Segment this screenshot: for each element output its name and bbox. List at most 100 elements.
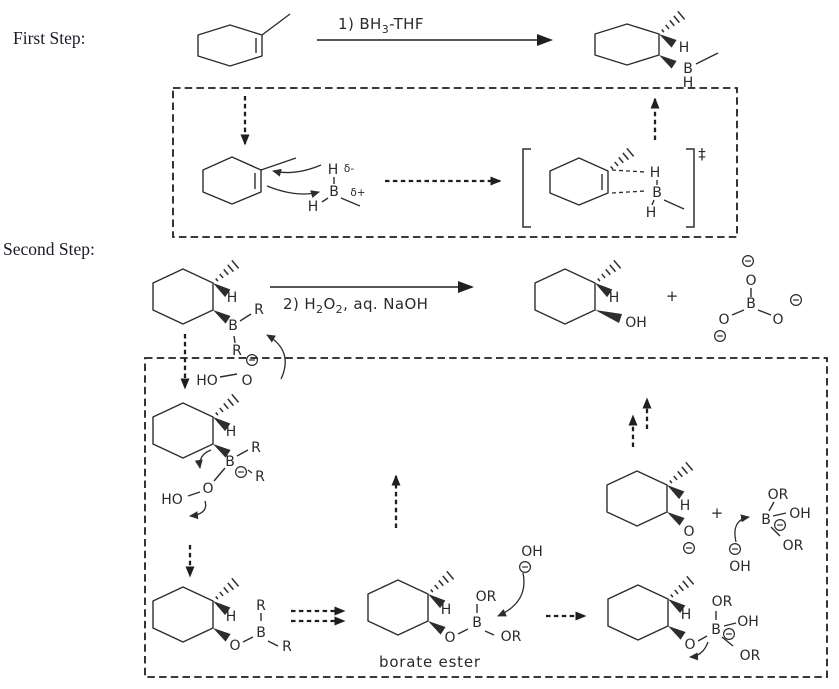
hash-wedge-methyl (594, 259, 622, 285)
methyl-bond (260, 157, 297, 171)
atom-label-r: R (282, 639, 292, 655)
delta-minus-label: δ- (344, 163, 354, 175)
atom-label-o: O (684, 637, 695, 653)
atom-label-oh: OH (789, 506, 811, 522)
atom-label-ho: HO (161, 492, 183, 508)
bond (236, 449, 249, 457)
minus-charge-icon (518, 560, 532, 574)
atom-label-ho: HO (196, 373, 218, 389)
atom-label-or: OR (476, 589, 497, 605)
atom-label-r: R (254, 302, 264, 318)
bond (731, 309, 745, 316)
ring (152, 586, 214, 643)
bond (768, 501, 775, 512)
structure-hydroxide-anion-1: OH (497, 544, 543, 617)
atom-label-o: O (718, 312, 729, 328)
partial-bond-c-b (611, 190, 646, 194)
hash-wedge-methyl (212, 577, 240, 603)
atom-label-o: O (202, 481, 213, 497)
bond (233, 335, 236, 344)
ring (152, 402, 214, 459)
curved-electron-arrow-bh-to-c (272, 164, 322, 177)
bond (757, 309, 772, 316)
atom-label-oh: OH (737, 614, 759, 630)
atom-label-or: OR (783, 538, 804, 554)
atom-label-h: H (679, 40, 690, 56)
minus-charge-icon (773, 518, 787, 532)
curved-electron-arrow-oh-to-b (497, 572, 525, 617)
atom-label-h: H (308, 199, 319, 215)
double-dagger-label: ‡ (698, 145, 706, 163)
atom-label-or: OR (740, 648, 761, 664)
bond (219, 373, 238, 378)
curved-electron-arrow-oo-to-b (266, 334, 286, 380)
ring (549, 157, 609, 206)
step1-reagent-prefix: 1) BH (338, 15, 382, 33)
atom-label-b: B (329, 184, 339, 200)
atom-label-h: H (226, 609, 237, 625)
bond (770, 526, 781, 537)
step1-reagent-suffix: -THF (389, 15, 424, 33)
ring (594, 23, 660, 66)
ring (367, 579, 429, 636)
minus-charge-icon (246, 354, 258, 366)
step1-reagent-subscript: 3 (381, 23, 390, 36)
hash-wedge-methyl (607, 147, 635, 173)
minus-charge-icon (682, 541, 696, 555)
methyl-bond (261, 13, 291, 36)
atom-label-o: O (444, 630, 455, 646)
left-bracket (522, 148, 531, 228)
atom-label-h: H (227, 290, 238, 306)
plus-sign: + (711, 504, 724, 522)
bond (267, 640, 279, 647)
structure-trialkylborane: H B R R (152, 259, 264, 359)
bond (247, 469, 253, 474)
ring (152, 268, 214, 325)
atom-label-r: R (232, 343, 242, 359)
bond (239, 313, 252, 322)
atom-label-h: H (681, 607, 692, 623)
atom-label-h: H (226, 424, 237, 440)
step1-mechanism-box (172, 87, 738, 238)
bond (484, 630, 495, 636)
plus-sign: + (666, 287, 679, 305)
ring (202, 156, 262, 205)
bond (242, 636, 254, 643)
bond (213, 467, 226, 482)
delta-plus-label: δ+ (350, 187, 365, 199)
step2-reagent-s2: 2 (335, 303, 344, 316)
partial-bond-c-h (611, 169, 646, 173)
atom-label-b: B (228, 318, 238, 334)
borate-ester-caption: borate ester (379, 653, 481, 671)
atom-label-h: H (650, 165, 661, 181)
structure-hydroboration-product: H B H (594, 10, 719, 91)
bond (457, 628, 469, 635)
atom-label-b: B (683, 61, 693, 77)
curved-electron-arrow-alkyl-migration (194, 449, 212, 469)
minus-charge-icon (728, 542, 742, 556)
atom-label-or: OR (712, 594, 733, 610)
atom-label-b: B (761, 512, 771, 528)
hash-wedge-methyl (658, 10, 686, 36)
step2-mechanism-box (144, 357, 828, 678)
second-step-label: Second Step: (3, 239, 95, 259)
bond (721, 636, 734, 647)
atom-label-b: B (746, 296, 756, 312)
hash-wedge-methyl (427, 570, 455, 596)
atom-label-o: O (772, 312, 783, 328)
hash-wedge-methyl (212, 259, 240, 285)
bond (663, 199, 685, 210)
curved-electron-arrow-oo-cleavage (189, 500, 207, 520)
curved-electron-arrow-alkoxide-leaving (689, 641, 709, 661)
structure-alkoxyborane: H O B R R (152, 577, 292, 655)
curved-electron-arrow-oh-to-b (734, 514, 750, 543)
atom-label-h: H (328, 162, 339, 178)
ring (606, 470, 668, 527)
structure-alkoxide-borane-pair: H O + OH B OR OH OR (606, 461, 811, 575)
structure-1-methylcyclohexene (197, 13, 291, 67)
atom-label-o: O (229, 638, 240, 654)
atom-label-o: O (241, 373, 252, 389)
atom-label-h: H (646, 205, 657, 221)
